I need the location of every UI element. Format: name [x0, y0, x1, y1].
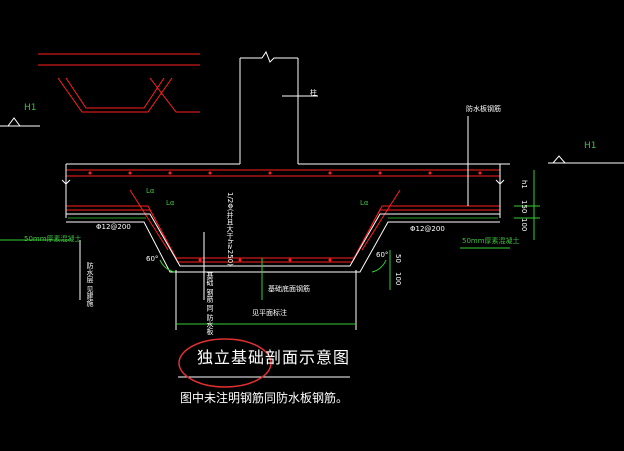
elev-right-label: H1 [584, 141, 597, 151]
bottom-rebar-2 [66, 205, 500, 259]
elev-left-label: H1 [24, 103, 37, 113]
title-highlight [178, 338, 272, 388]
diagram-note: 图中未注明钢筋同防水板钢筋。 [180, 391, 349, 405]
dim-150-label: 150 [520, 200, 528, 214]
bottom-rebar [66, 209, 500, 263]
rebar-bend-left-inner [65, 77, 165, 109]
bottom-note-1: 基础底面钢筋 [268, 285, 310, 293]
column-break [240, 50, 298, 63]
angle-arc-left [159, 259, 176, 273]
diag-rebar-right [361, 189, 401, 251]
rebar-right-label: Φ12@200 [410, 225, 445, 233]
angle-right-label: 60° [376, 251, 389, 259]
dim-b100-label: 100 [394, 272, 402, 286]
waterproof-note: 防水板钢筋 [466, 105, 501, 113]
column-mark: 柱 [310, 89, 317, 97]
lap-mid-label: Lα [166, 199, 175, 207]
diagram-title: 独立基础剖面示意图 [197, 348, 351, 367]
mid-vertical-note: 1/2Φ(并且大于h≥250) [226, 192, 234, 266]
break-right [495, 179, 505, 185]
cushion-right-label: 50mm厚素混凝土 [462, 237, 520, 245]
cushion-bottom [66, 221, 500, 273]
foundation-bottom [66, 213, 500, 267]
lap-right-label: Lα [360, 199, 369, 207]
dim-b50-label: 50 [394, 254, 402, 263]
elev-marker-right [552, 155, 566, 164]
angle-arc-right [371, 259, 387, 273]
dim-100-label: 100 [520, 218, 528, 232]
lap-left-label: Lα [146, 187, 155, 195]
rebar-bend-right-fragment [149, 77, 200, 113]
elev-marker-left [7, 117, 21, 127]
rebar-left-label: Φ12@200 [96, 223, 131, 231]
break-left [61, 179, 71, 185]
rebar-bend-left [57, 77, 173, 113]
left-block-note: 防水层 见建施 [86, 262, 94, 307]
diag-rebar-left [129, 189, 169, 251]
center-block-note: 基础 钢筋 同 防水板 [206, 272, 214, 335]
bottom-note-2: 见平面标注 [252, 309, 287, 317]
cushion-left-label: 50mm厚素混凝土 [24, 235, 82, 243]
dim-h1-label: h1 [520, 180, 528, 189]
angle-left-label: 60° [146, 255, 159, 263]
